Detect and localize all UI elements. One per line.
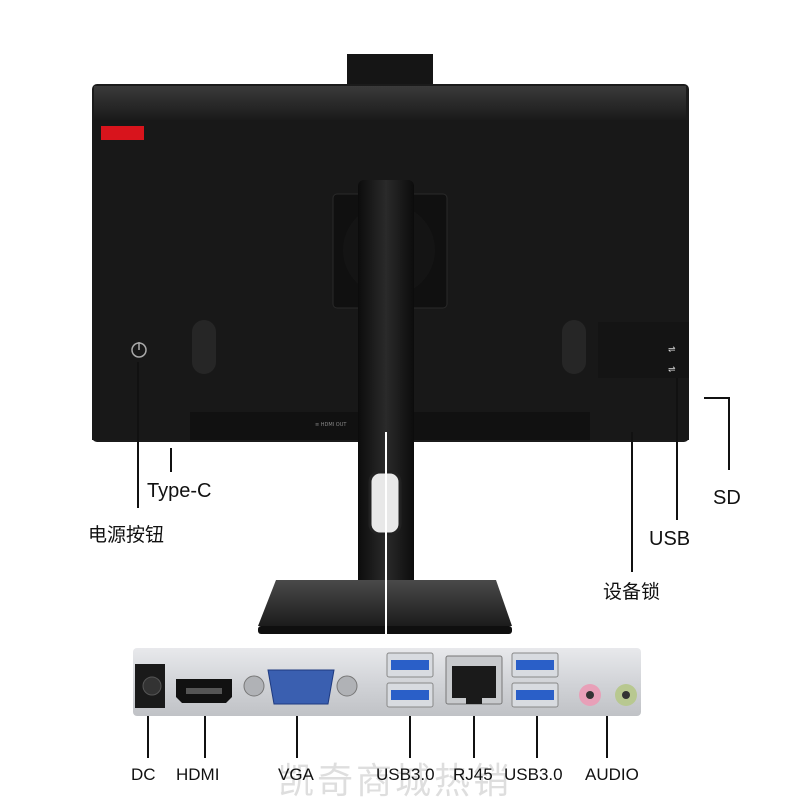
webcam-module bbox=[347, 54, 433, 86]
usb30-left-label: USB3.0 bbox=[376, 765, 435, 784]
watermark: 凯奇商城热销 bbox=[278, 761, 513, 802]
power-button-label: 电源按钮 bbox=[88, 524, 165, 546]
device-lock-label: 设备锁 bbox=[603, 581, 661, 603]
usb-icon: ⇌ bbox=[668, 345, 676, 355]
dc-label: DC bbox=[131, 765, 156, 784]
monitor-top-bevel bbox=[94, 86, 686, 120]
vga-label: VGA bbox=[278, 765, 314, 784]
rj45-label: RJ45 bbox=[453, 765, 493, 784]
type-c-label: Type-C bbox=[147, 480, 212, 502]
sd-label: SD bbox=[713, 487, 741, 509]
io-strip-markings: ≡ HDMI OUT bbox=[315, 422, 347, 428]
left-speaker-grille bbox=[192, 320, 216, 374]
usb-icon: ⇌ bbox=[668, 365, 676, 375]
side-usb-block bbox=[598, 322, 689, 378]
usb30-right-label: USB3.0 bbox=[504, 765, 563, 784]
red-badge bbox=[101, 126, 144, 140]
callout-line-sd bbox=[704, 397, 730, 470]
usb-label: USB bbox=[649, 528, 691, 550]
hdmi-label: HDMI bbox=[176, 765, 220, 784]
right-speaker-grille bbox=[562, 320, 586, 374]
vga-port bbox=[267, 669, 335, 705]
audio-label: AUDIO bbox=[585, 765, 639, 784]
